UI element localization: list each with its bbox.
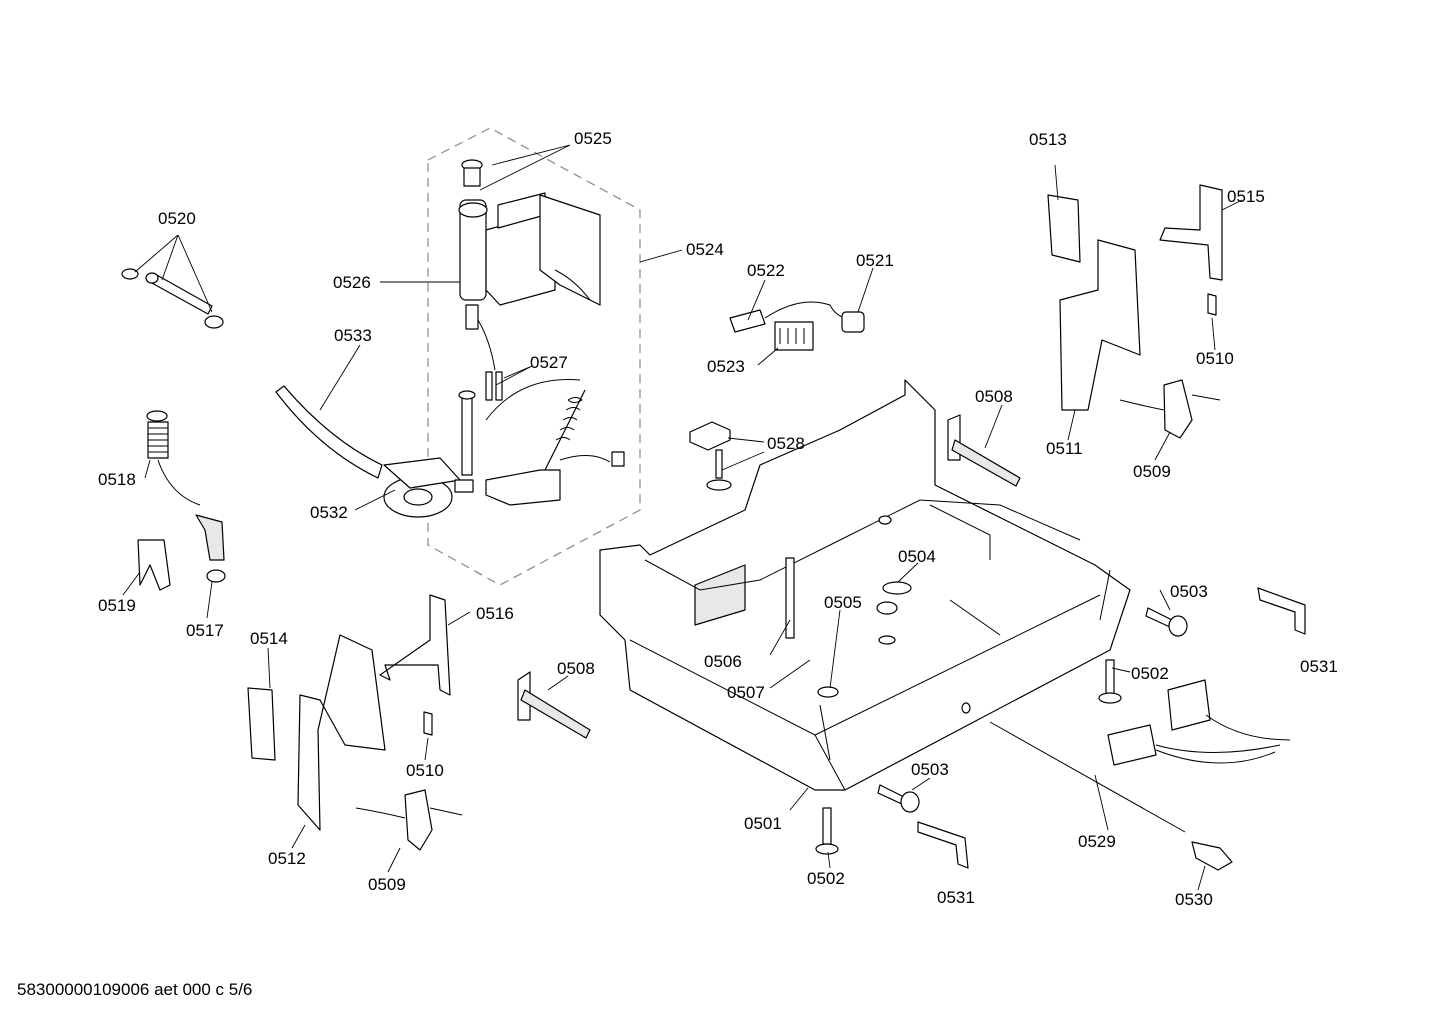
- bolt-0503-drawing: [877, 607, 1188, 813]
- brackets-right-drawing: [1047, 184, 1223, 439]
- label-0526: 0526: [333, 273, 371, 292]
- label-0533: 0533: [334, 326, 372, 345]
- label-0515: 0515: [1227, 187, 1265, 206]
- bellows-hose-drawing: [137, 410, 226, 591]
- label-0524: 0524: [686, 240, 724, 259]
- spring-0508-drawing: [517, 414, 1021, 739]
- label-0506: 0506: [704, 652, 742, 671]
- label-0523: 0523: [707, 357, 745, 376]
- pump-drawing: [275, 379, 625, 518]
- label-0505: 0505: [824, 593, 862, 612]
- label-0510-left: 0510: [406, 761, 444, 780]
- label-0509-left: 0509: [368, 875, 406, 894]
- label-0532: 0532: [310, 503, 348, 522]
- part-labels: 0525 0524 0526 0527 0520 0533 0532 0518 …: [98, 129, 1338, 909]
- label-0522: 0522: [747, 261, 785, 280]
- label-0504: 0504: [898, 547, 936, 566]
- wiring-0521-0523-drawing: [729, 301, 865, 351]
- label-0509-right: 0509: [1133, 462, 1171, 481]
- label-0530: 0530: [1175, 890, 1213, 909]
- label-0502-bottom: 0502: [807, 869, 845, 888]
- label-0502-right: 0502: [1131, 664, 1169, 683]
- leader-lines: [122, 144, 1243, 891]
- wiring-harness-drawing: [1107, 679, 1291, 766]
- label-0503-right: 0503: [1170, 582, 1208, 601]
- valve-assembly-drawing: [458, 159, 601, 371]
- label-0517: 0517: [186, 621, 224, 640]
- label-0508-right: 0508: [975, 387, 1013, 406]
- label-0521: 0521: [856, 251, 894, 270]
- label-0531-right: 0531: [1300, 657, 1338, 676]
- label-0527: 0527: [530, 353, 568, 372]
- label-0508-left: 0508: [557, 659, 595, 678]
- rail-0531-drawing: [917, 587, 1306, 869]
- hose-0520-drawing: [121, 268, 224, 329]
- brackets-left-drawing: [247, 594, 463, 851]
- base-tray-drawing: [599, 379, 1131, 791]
- label-0510-right: 0510: [1196, 349, 1234, 368]
- label-0501: 0501: [744, 814, 782, 833]
- label-0503-bottom: 0503: [911, 760, 949, 779]
- label-0507: 0507: [727, 683, 765, 702]
- label-0531-bottom: 0531: [937, 888, 975, 907]
- screw-0502-drawing: [815, 659, 1122, 855]
- label-0512: 0512: [268, 849, 306, 868]
- label-0525: 0525: [574, 129, 612, 148]
- label-0514: 0514: [250, 629, 288, 648]
- drawing-reference-footer: 58300000109006 aet 000 c 5/6: [17, 980, 253, 999]
- label-0528: 0528: [767, 434, 805, 453]
- label-0529: 0529: [1078, 832, 1116, 851]
- label-0516: 0516: [476, 604, 514, 623]
- label-0519: 0519: [98, 596, 136, 615]
- label-0511: 0511: [1046, 439, 1083, 458]
- rod-0529-drawing: [989, 721, 1233, 871]
- label-0518: 0518: [98, 470, 136, 489]
- assembly-boundary: [427, 127, 641, 586]
- block-0528-drawing: [689, 421, 732, 491]
- label-0513: 0513: [1029, 130, 1067, 149]
- connector-pins-drawing: [458, 371, 503, 476]
- label-0520: 0520: [158, 209, 196, 228]
